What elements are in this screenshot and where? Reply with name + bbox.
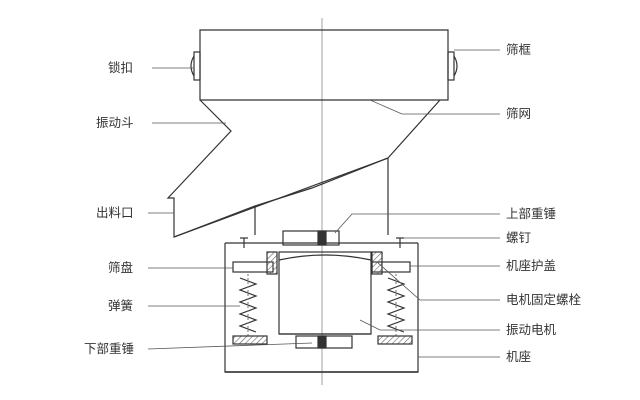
upper-weight-shape [282, 230, 340, 246]
label-discharge-outlet: 出料口 [96, 205, 134, 220]
upper-weight-core [317, 230, 327, 246]
lock-clasp-left-hook [190, 55, 195, 77]
label-motor-bolt: 电机固定螺栓 [506, 292, 582, 307]
motor-bolt-left [266, 251, 278, 275]
machine-outline [166, 18, 458, 385]
sieve-frame-shape [199, 29, 449, 101]
motor-top-curve [278, 254, 372, 261]
hopper-slope [173, 157, 389, 238]
label-vibration-motor: 振动电机 [506, 322, 557, 337]
leader-motor-bolt [376, 261, 500, 301]
motor-bolt-right [371, 251, 383, 275]
lock-clasp-right [447, 51, 455, 81]
label-lower-weight: 下部重锤 [84, 341, 135, 356]
leader-lines [147, 49, 500, 358]
label-base: 机座 [506, 349, 532, 364]
label-spring: 弹簧 [108, 298, 134, 313]
leader-lower-weight [147, 342, 313, 350]
label-sieve-mesh: 筛网 [506, 106, 532, 121]
vibration-motor-shape [278, 251, 372, 335]
label-sieve-frame: 筛框 [506, 42, 532, 57]
leader-upper-weight [334, 213, 500, 234]
label-vibrating-hopper: 振动斗 [96, 115, 134, 130]
label-sieve-tray: 筛盘 [108, 260, 134, 275]
vibrating-hopper-shape [166, 99, 441, 238]
lock-clasp-right-hook [453, 55, 458, 77]
label-lock-clasp: 锁扣 [108, 60, 134, 75]
leader-vibration-motor [359, 319, 500, 331]
spring-seat-right [377, 335, 413, 345]
leader-sieve-mesh [369, 99, 500, 115]
spring-seat-left [232, 335, 268, 345]
lower-weight-core [317, 335, 327, 349]
label-screw: 螺钉 [506, 230, 532, 245]
label-upper-weight: 上部重锤 [506, 206, 557, 221]
label-base-cover: 机座护盖 [506, 258, 557, 273]
lock-clasp-left [193, 51, 201, 81]
